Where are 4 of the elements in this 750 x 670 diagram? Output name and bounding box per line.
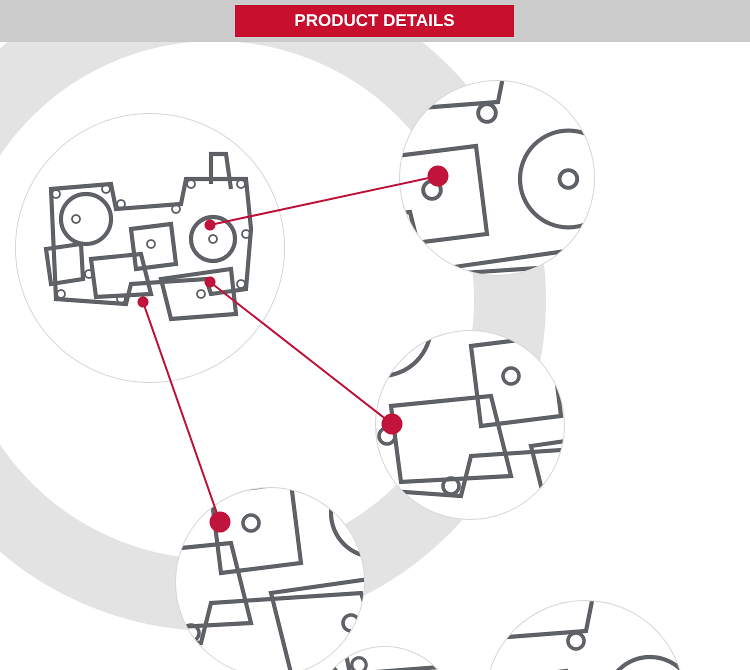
leader-line	[204, 276, 402, 434]
leader-line	[204, 166, 448, 230]
leader-line	[138, 296, 230, 532]
title-banner: PRODUCT DETAILS	[235, 5, 514, 37]
